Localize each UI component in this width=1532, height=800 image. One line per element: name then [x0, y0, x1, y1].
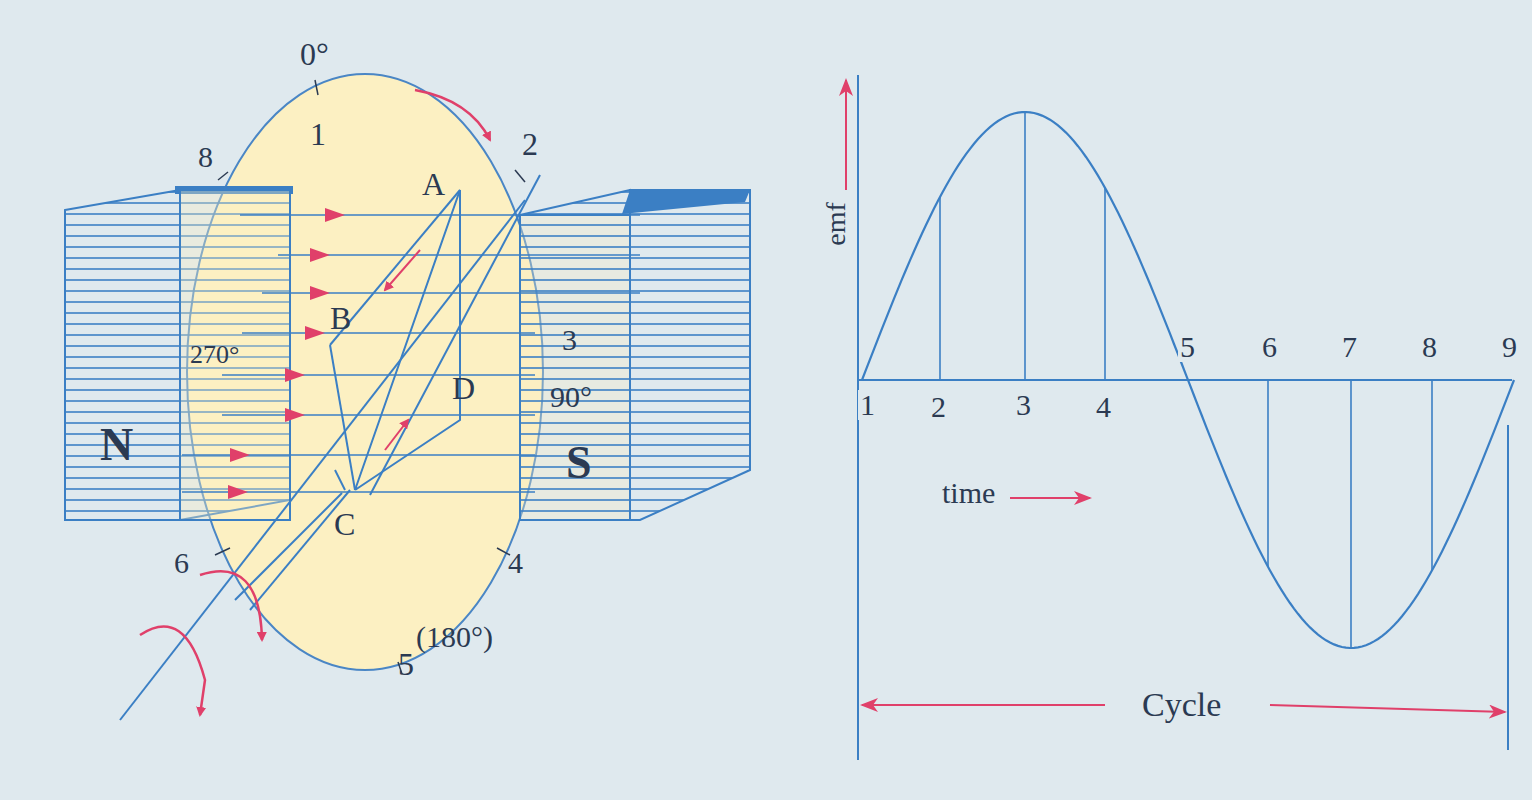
angle-label: 0°	[300, 38, 329, 70]
callout-number: 5	[396, 648, 416, 680]
axis-label: Cycle	[1140, 688, 1223, 722]
callout-number: 1	[858, 390, 877, 420]
ordinate-line	[1350, 380, 1352, 648]
callout-number: 1	[308, 118, 328, 150]
callout-number: 6	[1260, 332, 1279, 362]
callout-number: 9	[1500, 332, 1519, 362]
callout-number: 3	[560, 325, 579, 355]
callout-number: 8	[196, 142, 215, 172]
callout-number: 7	[1340, 332, 1359, 362]
ordinate-line	[1267, 380, 1269, 567]
callout-number: 3	[1014, 390, 1033, 420]
callout-number: 6	[172, 548, 191, 578]
angle-label: 270°	[190, 342, 239, 368]
callout-number: 2	[929, 392, 948, 422]
callout-number: 8	[1420, 332, 1439, 362]
field-arrows	[228, 208, 345, 499]
north-pole	[65, 186, 293, 520]
callout-number: 5	[1178, 332, 1197, 362]
pole-label: S	[566, 440, 592, 486]
coil-side-label: C	[334, 508, 355, 540]
angle-label: (180°)	[416, 622, 493, 652]
coil-side-label: A	[422, 168, 445, 200]
graph-axes	[858, 75, 1512, 760]
south-pole	[520, 190, 750, 520]
sine-wave	[862, 112, 1514, 648]
ordinate-line	[1024, 112, 1026, 380]
ordinate-lines	[940, 112, 1432, 648]
ordinate-line	[1104, 188, 1106, 380]
pole-label: N	[100, 422, 133, 468]
ordinate-line	[1431, 380, 1433, 570]
coil	[120, 175, 540, 720]
axis-label: time	[940, 478, 997, 508]
angle-ticks	[215, 80, 525, 674]
angle-label: 90°	[550, 382, 592, 412]
coil-side-label: D	[452, 372, 475, 404]
coil-side-label: B	[330, 302, 351, 334]
ordinate-line	[939, 197, 941, 380]
callout-number: 4	[506, 548, 525, 578]
field-lines	[182, 215, 640, 492]
axis-label: emf	[822, 200, 850, 248]
callout-number: 4	[1094, 392, 1113, 422]
callout-number: 2	[520, 128, 540, 160]
